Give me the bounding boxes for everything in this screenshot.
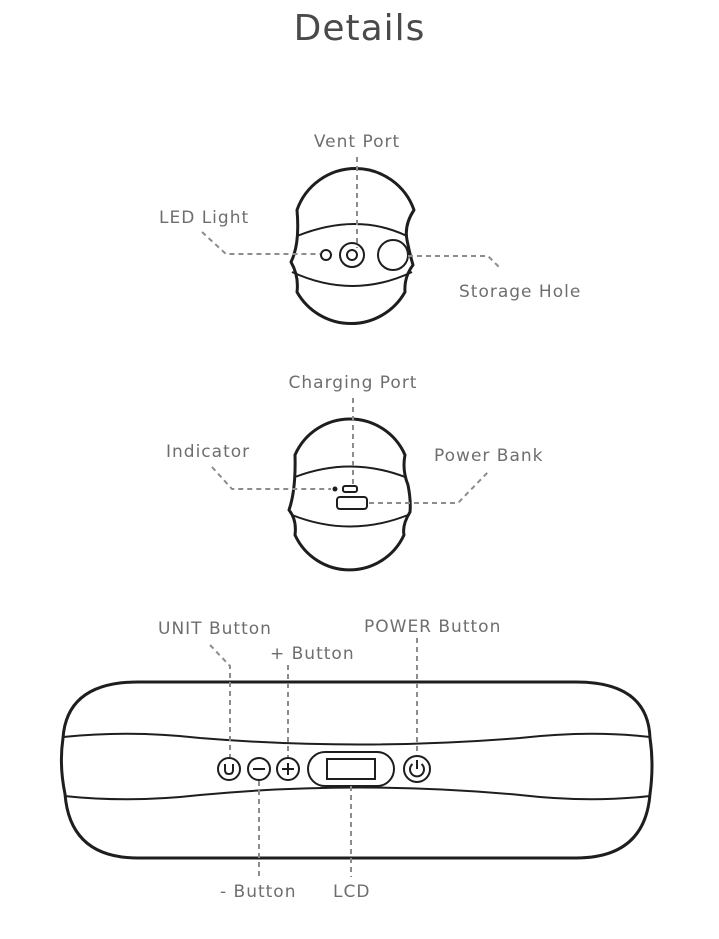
unit-button (217, 757, 241, 781)
top-view: Vent Port LED Light Storage Hole (159, 132, 581, 326)
unit-button-leader (209, 644, 231, 757)
power-button-label: POWER Button (364, 617, 501, 637)
led-light-icon (320, 249, 332, 261)
front-view-lower-seam (63, 786, 651, 801)
minus-button (247, 757, 271, 781)
plus-icon (282, 763, 294, 775)
front-view-body (59, 680, 654, 860)
bottom-view-lower-seam (291, 514, 409, 528)
charging-port-icon (342, 485, 358, 493)
plus-button-label: + Button (270, 644, 355, 664)
top-view-lower-seam (291, 271, 413, 287)
power-bank-leader (369, 469, 491, 504)
indicator-label: Indicator (166, 442, 250, 462)
top-view-body (289, 167, 416, 326)
top-view-upper-seam (296, 223, 408, 237)
storage-hole-label: Storage Hole (459, 282, 581, 302)
unit-button-label: UNIT Button (158, 619, 272, 639)
power-bank-port-icon (336, 496, 368, 510)
power-bank-label: Power Bank (434, 446, 544, 466)
bottom-view: Charging Port Indicator Power Bank (166, 373, 544, 572)
led-light-leader (201, 231, 320, 255)
unit-icon (224, 764, 234, 776)
indicator-leader (211, 466, 331, 490)
power-icon (409, 763, 425, 778)
led-light-label: LED Light (159, 208, 249, 228)
indicator-icon (332, 486, 338, 492)
charging-port-label: Charging Port (289, 373, 418, 393)
power-button (403, 755, 431, 783)
vent-port-icon (339, 242, 365, 268)
page-title: Details (293, 8, 426, 49)
storage-hole-leader (408, 255, 501, 269)
front-view: UNIT Button + Button POWER Button - Butt… (59, 617, 654, 902)
bottom-view-upper-seam (294, 465, 406, 478)
vent-port-label: Vent Port (314, 132, 400, 152)
storage-hole-icon (377, 239, 409, 271)
vent-port-inner-icon (346, 249, 358, 261)
minus-button-label: - Button (220, 882, 296, 902)
plus-button (276, 757, 300, 781)
front-view-upper-seam (62, 732, 651, 746)
bottom-view-body (287, 417, 412, 572)
lcd-label: LCD (333, 882, 370, 902)
lcd-screen (326, 758, 376, 780)
lcd (307, 751, 395, 787)
